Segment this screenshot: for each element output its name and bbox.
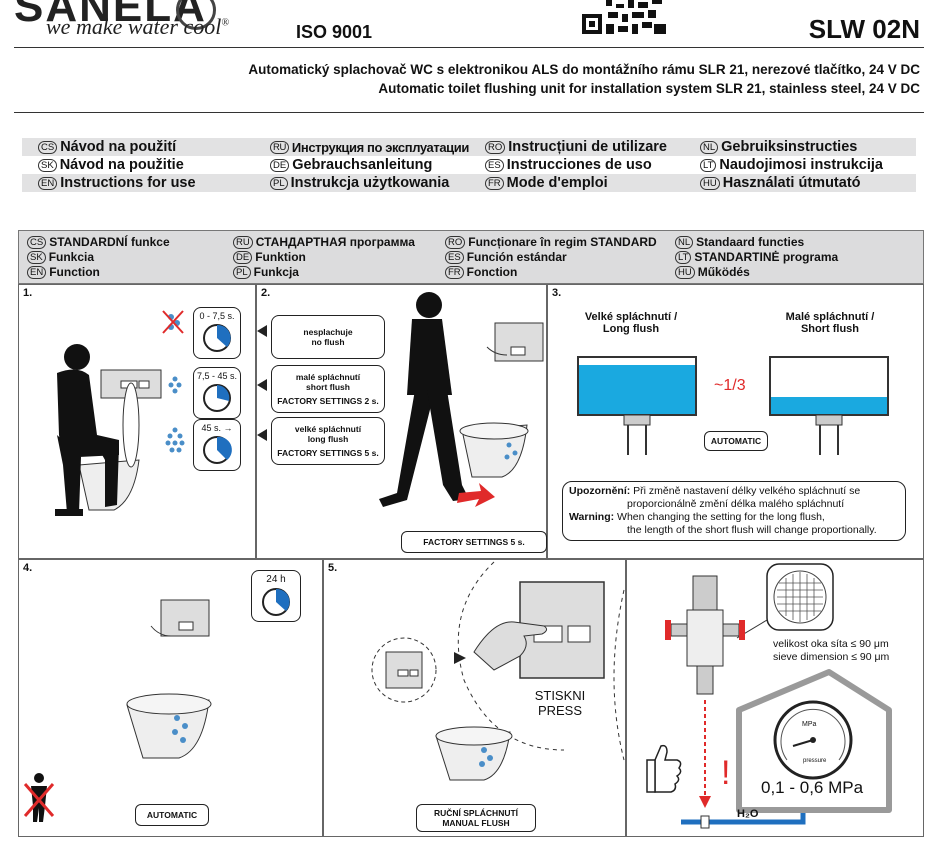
automatic-tag: AUTOMATIC [704,431,768,451]
panel-number: 2. [261,287,271,299]
pressure-range: 0,1 - 0,6 MPa [761,778,864,797]
box-text: velké spláchnutí [294,424,362,434]
panel-number: 1. [23,287,33,299]
stopwatch-icon [262,588,290,616]
description-cz: Automatický splachovač WC s elektronikou… [248,62,920,77]
automatic-tag: AUTOMATIC [135,804,209,826]
drops-icon [165,427,185,453]
box-text: nesplachuje [303,327,353,337]
short-flush-label: Malé spláchnutí /Short flush [785,311,875,335]
box-text: no flush [311,337,345,347]
warning-box: Upozornění: Při změně nastavení délky ve… [562,481,906,541]
box-text: FACTORY SETTINGS 5 s. [277,448,379,458]
water-label: H₂O [737,808,759,820]
ratio-label: ~1/3 [714,377,746,394]
panel-number: 5. [328,562,338,574]
brand-logo: SANELA [14,0,207,31]
timer-1: 0 - 7,5 s. [193,307,241,359]
timer-label: 24 h [266,574,286,585]
panel-2: 2. nesplachuje no flush malé spláchnutí … [256,284,547,559]
panel-4: 4. 24 h AUTOMATIC [18,559,323,837]
iso-label: ISO 9001 [296,22,373,42]
timer-3: 45 s. → [193,419,241,471]
drops-icon [168,376,182,394]
timer-label: 7,5 - 45 s. [196,371,238,381]
gauge-unit: MPa [802,721,817,728]
box-text: malé spláchnutí [295,372,361,382]
panel-number: 3. [552,287,562,299]
sitting-person-illustration [55,344,162,516]
long-flush-label: Velké spláchnutí /Long flush [584,311,678,335]
timer-24h: 24 h [251,570,301,622]
slogan: we make water cool® [46,14,229,39]
filter-pressure-illustration [646,563,892,829]
factory-settings-tag: FACTORY SETTINGS 5 s. [401,531,547,553]
panel-3: 3. Velké spláchnutí /Long flush Malé spl… [547,284,924,559]
low-tank-icon [769,356,889,455]
gauge-label: pressure [803,758,827,764]
timer-label: 45 s. → [201,423,233,433]
panel-1: 1. 0 - 7,5 s. 7,5 - 45 s. 45 s. → [18,284,256,559]
box-text: FACTORY SETTINGS 2 s. [277,396,379,406]
timer-2: 7,5 - 45 s. [193,367,241,419]
manual-flush-illustration [371,561,625,781]
stopwatch-icon [203,436,232,464]
stopwatch-icon [203,324,231,352]
divider [14,47,924,48]
no-drops-icon [162,310,184,334]
toilet-illustration [23,599,212,822]
box-text: long flush [307,434,349,444]
description-en: Automatic toilet flushing unit for insta… [378,81,920,96]
box-text: short flush [306,382,350,392]
brand-logo-icon [176,0,216,30]
stopwatch-icon [203,384,231,412]
model-number: SLW 02N [808,14,920,44]
no-flush-box: nesplachuje no flush [271,315,385,359]
qr-code-icon [582,0,668,36]
warning-mark: ! [721,754,731,792]
panel-number: 4. [23,562,33,574]
full-tank-icon [577,356,697,455]
long-flush-box: velké spláchnutí long flush FACTORY SETT… [271,417,385,465]
short-flush-box: malé spláchnutí short flush FACTORY SETT… [271,365,385,413]
divider [14,112,924,113]
timer-label: 0 - 7,5 s. [199,311,235,321]
walking-person-illustration [257,292,544,507]
